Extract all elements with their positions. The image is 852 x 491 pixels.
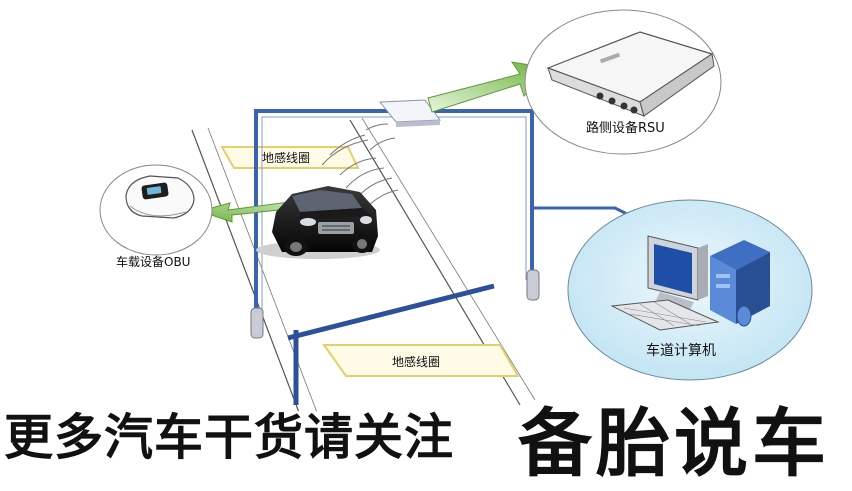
loop-top-label: 地感线圈 — [262, 150, 310, 165]
obu-bubble: 车载设备OBU — [99, 164, 213, 269]
gantry-antenna — [378, 99, 441, 127]
computer-bubble: 车道计算机 — [567, 199, 813, 381]
induction-loop-bottom: 地感线圈 — [322, 344, 520, 377]
obu-device-icon — [125, 175, 195, 219]
car-icon — [256, 186, 380, 259]
barrier-gate — [287, 283, 495, 405]
loop-bottom-label: 地感线圈 — [392, 354, 440, 369]
etc-system-diagram: 地感线圈 地感线圈 — [99, 9, 813, 416]
rsu-device-icon — [546, 31, 715, 117]
computer-icon — [610, 235, 770, 331]
rsu-label: 路侧设备RSU — [586, 120, 665, 136]
computer-label: 车道计算机 — [646, 342, 716, 359]
induction-loop-top: 地感线圈 — [220, 146, 360, 169]
rsu-bubble: 路侧设备RSU — [524, 9, 722, 155]
road — [191, 117, 536, 416]
obu-label: 车载设备OBU — [116, 254, 190, 269]
